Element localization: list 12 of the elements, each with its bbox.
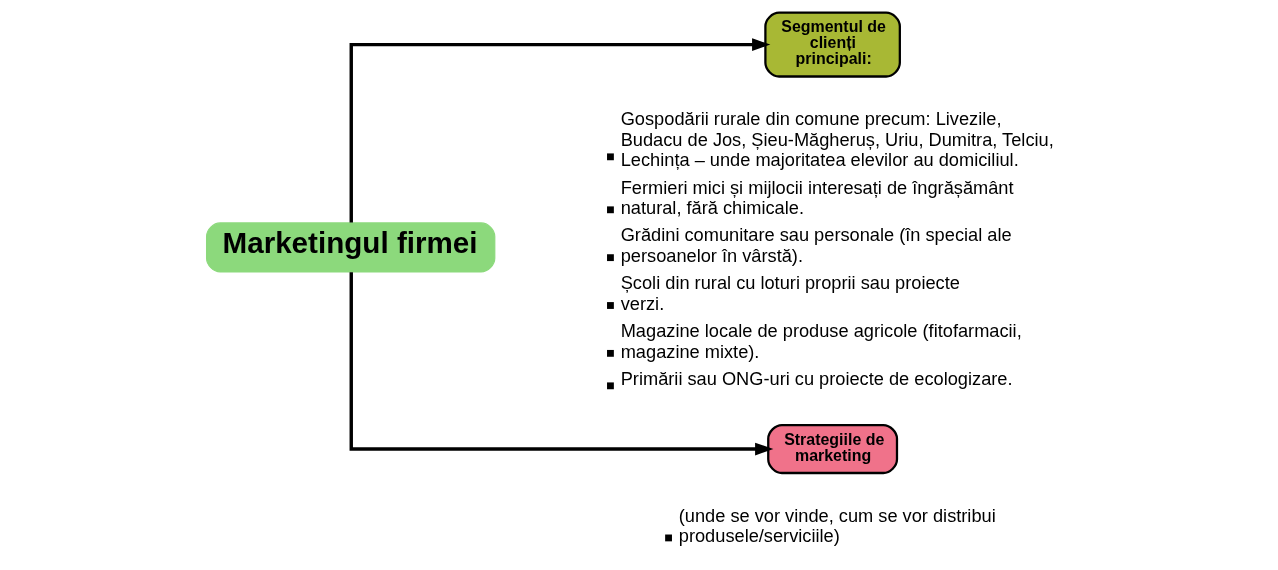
arrow xyxy=(349,272,773,456)
node-box: Marketingul firmei xyxy=(205,222,495,273)
node-box: Strategiile de marketing xyxy=(766,424,898,475)
node-label: Magazine locale de produse agricole (fitofarmacii, magazine mixte). xyxy=(620,321,1022,362)
node-label: Grădini comunitare sau personale (în special ale persoanelor în vârstă). xyxy=(620,225,1012,266)
node-label: Primării sau ONG-uri cu proiecte de ecologizare. xyxy=(620,369,1013,390)
arrow xyxy=(349,38,770,223)
node-label: Școli din rural cu loturi proprii sau proiecte verzi. xyxy=(620,273,960,314)
node-label: Gospodării rurale din comune precum: Livezile, Budacu de Jos, Șieu-Măgheruș, Uriu, Dumitra, Telciu, Lechința – unde majoritatea elevilor au domiciliul. xyxy=(620,109,1054,171)
node-label: Fermieri mici și mijlocii interesați de îngrășământ natural, fără chimicale. xyxy=(620,177,1014,219)
node-box: Segmentul de clienți principali: xyxy=(763,11,901,78)
node-label: (unde se vor vinde, cum se vor distribui produsele/serviciile) xyxy=(678,505,996,547)
